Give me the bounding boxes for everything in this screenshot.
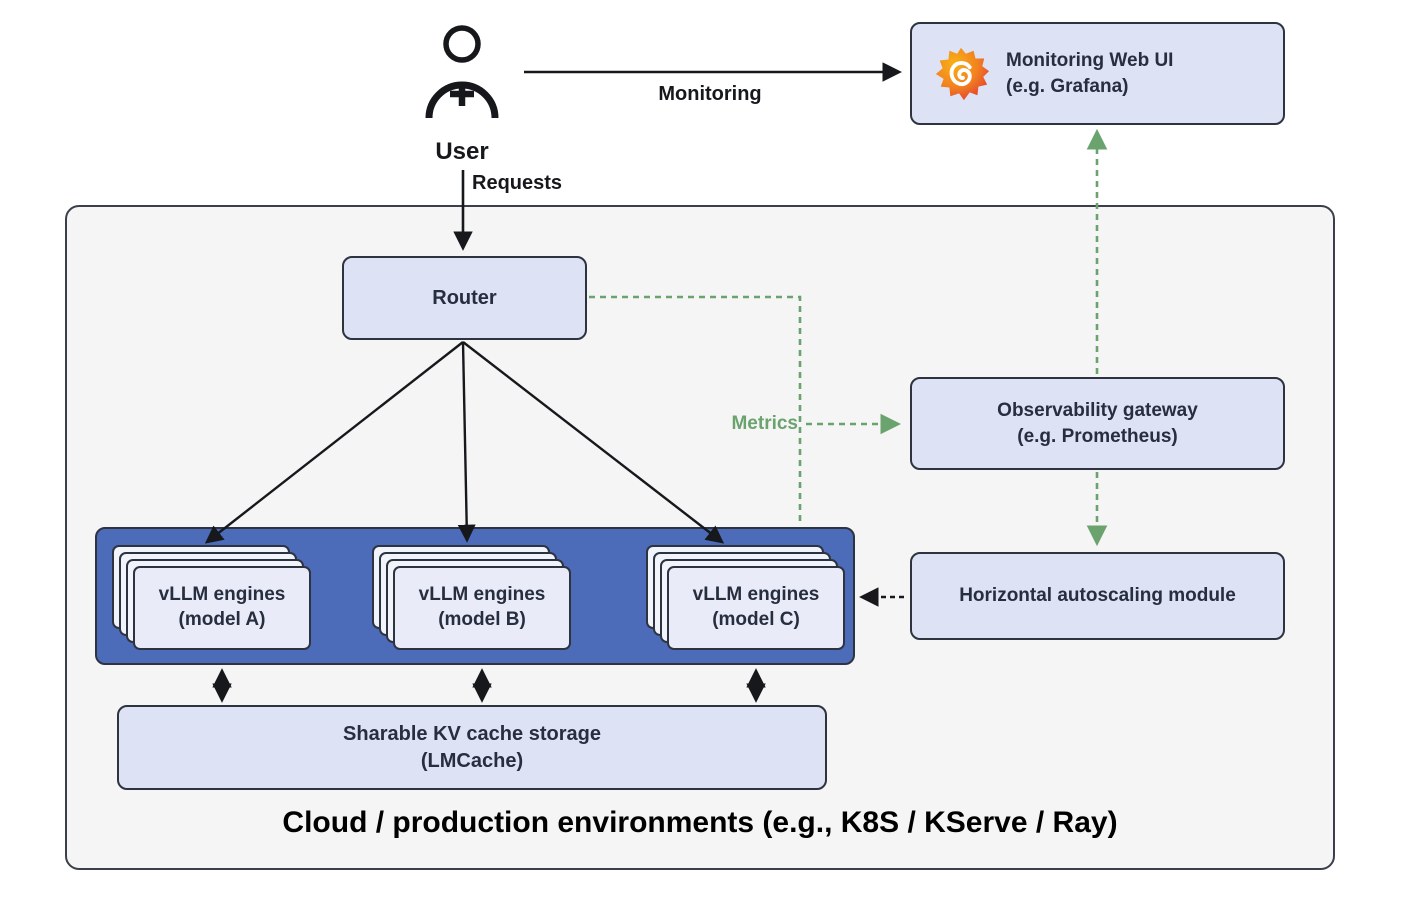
observability-gateway-label: Observability gateway (e.g. Prometheus) <box>997 399 1198 447</box>
kv-cache-label: Sharable KV cache storage (LMCache) <box>343 722 601 772</box>
vllm-engines-model-c: vLLM engines (model C) <box>646 545 846 651</box>
observability-gateway-box: Observability gateway (e.g. Prometheus) <box>910 377 1285 470</box>
monitoring-web-ui-label: Monitoring Web UI (e.g. Grafana) <box>1006 49 1174 97</box>
autoscaler-box: Horizontal autoscaling module <box>910 552 1285 640</box>
metrics-label: Metrics <box>731 413 798 434</box>
requests-label: Requests <box>472 172 563 194</box>
router-label: Router <box>432 286 497 309</box>
user-icon <box>425 25 499 119</box>
environment-caption: Cloud / production environments (e.g., K… <box>282 806 1118 839</box>
monitoring-web-ui-box: Monitoring Web UI (e.g. Grafana) <box>910 22 1285 125</box>
vllm-engines-model-a-label: vLLM engines (model A) <box>133 566 311 650</box>
monitoring-label: Monitoring <box>658 83 762 105</box>
router-box: Router <box>342 256 587 340</box>
autoscaler-label: Horizontal autoscaling module <box>959 585 1236 607</box>
vllm-engines-model-b-label: vLLM engines (model B) <box>393 566 571 650</box>
grafana-logo-icon <box>935 47 990 100</box>
vllm-engines-model-c-label: vLLM engines (model C) <box>667 566 845 650</box>
kv-cache-box: Sharable KV cache storage (LMCache) <box>117 705 827 790</box>
vllm-engines-model-a: vLLM engines (model A) <box>112 545 312 651</box>
vllm-engines-model-b: vLLM engines (model B) <box>372 545 572 651</box>
user-label: User <box>435 138 489 165</box>
